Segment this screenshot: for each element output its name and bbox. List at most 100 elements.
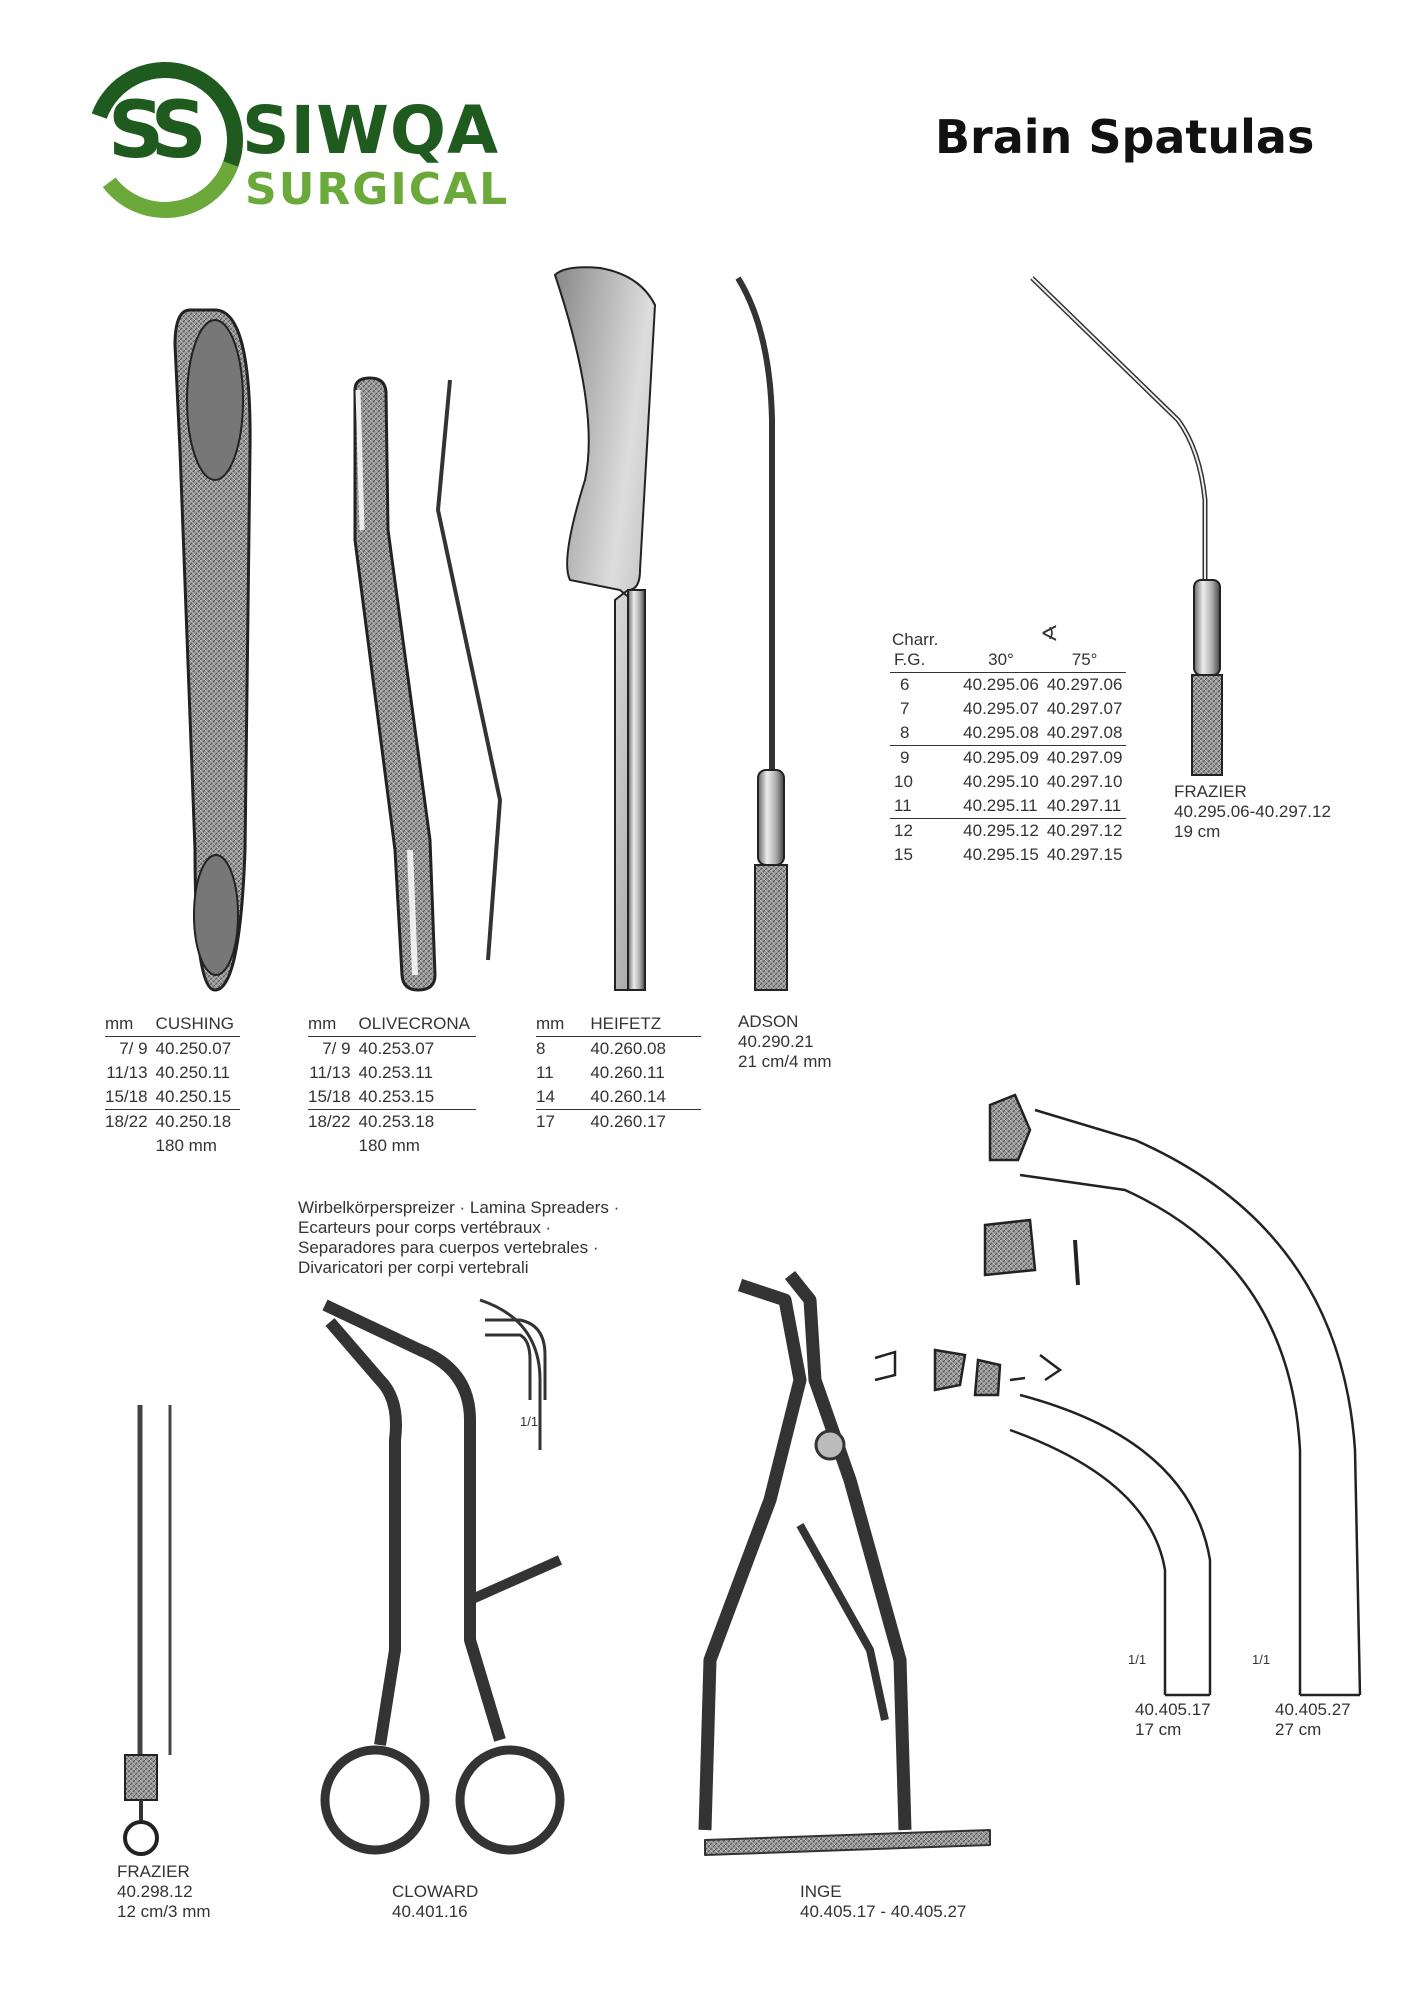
table-cell: 40.297.07	[1046, 699, 1123, 718]
table-cell: 6	[900, 675, 910, 694]
blade-17-size: 17 cm	[1135, 1720, 1182, 1739]
blade-17-code: 40.405.17	[1135, 1700, 1211, 1719]
table-cell: 15/18	[308, 1087, 351, 1106]
angle-icon: ∢	[1040, 621, 1059, 646]
table-cell: 40.297.11	[1046, 796, 1122, 815]
table-cell: 18/22	[308, 1109, 359, 1134]
blade-27-caption: 40.405.27 27 cm	[1275, 1700, 1351, 1740]
table-cell: 10	[894, 772, 913, 791]
table-cell: 7/ 9	[119, 1039, 148, 1058]
frazier-suction-code: 40.295.06-40.297.12	[1174, 802, 1331, 821]
table-cell: 40.250.07	[155, 1039, 232, 1058]
table-cell: 14	[536, 1087, 555, 1106]
table-cell: 7	[900, 699, 910, 718]
logo-name-line2: SURGICAL	[245, 164, 510, 215]
inge-caption: INGE 40.405.17 - 40.405.27	[800, 1882, 966, 1922]
table-cell: 40.295.15	[963, 845, 1039, 864]
cloward-code: 40.401.16	[392, 1902, 468, 1921]
table-cell: 40.260.14	[590, 1087, 666, 1106]
olivecrona-length: 180 mm	[358, 1136, 420, 1155]
table-cell: 9	[890, 745, 960, 770]
table-cell: 11/13	[309, 1063, 351, 1082]
frazier-suction-illustration	[1030, 276, 1223, 776]
frazier-suction-size: 19 cm	[1174, 822, 1221, 841]
table-cell: 40.295.10	[963, 772, 1039, 791]
table-cell: 40.260.08	[590, 1039, 666, 1058]
logo-ring-icon	[87, 62, 243, 218]
lamina-title-line: Wirbelkörperspreizer · Lamina Spreaders …	[298, 1198, 620, 1217]
frazier-probe-name: FRAZIER	[117, 1862, 190, 1881]
frazier-probe-code: 40.298.12	[117, 1882, 193, 1901]
table-cell: 40.260.17	[590, 1109, 702, 1134]
table-cell: 40.250.18	[155, 1109, 240, 1134]
cloward-tip-detail-illustration	[485, 1318, 547, 1400]
frazier-probe-illustration	[123, 1405, 172, 1856]
frazier-suction-name: FRAZIER	[1174, 782, 1247, 801]
frazier-table-header-30: 30°	[959, 648, 1043, 673]
logo-name-line1: SIWQA	[242, 92, 500, 169]
frazier-probe-size: 12 cm/3 mm	[117, 1902, 211, 1921]
blade-27-illustration	[983, 1093, 1362, 1697]
cushing-spatula-illustration	[173, 308, 252, 992]
adson-caption: ADSON 40.290.21 21 cm/4 mm	[738, 1012, 832, 1072]
scale-mark: 1/1	[1252, 1652, 1271, 1667]
lamina-title-line: Ecarteurs pour corps vertébraux ·	[298, 1218, 552, 1237]
logo-monogram: SS	[108, 86, 207, 176]
lamina-spreaders-title: Wirbelkörperspreizer · Lamina Spreaders …	[298, 1198, 619, 1278]
scale-mark: 1/1	[520, 1414, 539, 1429]
blade-27-code: 40.405.27	[1275, 1700, 1351, 1719]
table-cell: 40.250.15	[155, 1087, 232, 1106]
table-cell: 11	[894, 796, 912, 815]
olivecrona-header-mm: mm	[308, 1012, 359, 1037]
table-cell: 40.297.08	[1046, 723, 1123, 742]
table-cell: 40.297.06	[1046, 675, 1123, 694]
heifetz-header-mm: mm	[536, 1012, 591, 1037]
frazier-table-header-75: 75°	[1042, 648, 1127, 673]
table-cell: 40.295.08	[963, 723, 1039, 742]
cloward-spreader-illustration	[320, 1298, 565, 1855]
blade-27-size: 27 cm	[1275, 1720, 1322, 1739]
table-cell: 40.250.11	[155, 1063, 230, 1082]
table-cell: 40.253.11	[358, 1063, 433, 1082]
olivecrona-header-name: OLIVECRONA	[358, 1012, 477, 1037]
table-cell: 40.297.10	[1046, 772, 1123, 791]
table-cell: 40.253.15	[358, 1087, 435, 1106]
table-cell: 40.297.15	[1046, 845, 1123, 864]
table-cell: 12	[890, 818, 960, 843]
cushing-header-name: CUSHING	[155, 1012, 240, 1037]
cloward-caption: CLOWARD 40.401.16	[392, 1882, 478, 1922]
heifetz-spatula-illustration	[553, 266, 657, 991]
inge-name: INGE	[800, 1882, 842, 1901]
table-cell: 40.295.06	[963, 675, 1039, 694]
table-cell: 8	[900, 723, 910, 742]
table-cell: 7/ 9	[322, 1039, 351, 1058]
cushing-header-mm: mm	[105, 1012, 156, 1037]
adson-spatula-illustration	[735, 276, 788, 991]
table-cell: 40.297.12	[1042, 818, 1127, 843]
frazier-table-header-fg: F.G.	[890, 648, 960, 673]
cushing-length: 180 mm	[155, 1136, 217, 1155]
table-cell: 40.260.11	[590, 1063, 665, 1082]
adson-code: 40.290.21	[738, 1032, 814, 1051]
frazier-suction-caption: FRAZIER 40.295.06-40.297.12 19 cm	[1174, 782, 1331, 842]
table-cell: 40.295.12	[959, 818, 1043, 843]
inge-spreader-illustration	[698, 1270, 991, 1856]
blade-17-caption: 40.405.17 17 cm	[1135, 1700, 1211, 1740]
frazier-table-header-charr: Charr.	[892, 630, 939, 649]
lamina-title-line: Separadores para cuerpos vertebrales ·	[298, 1238, 599, 1257]
table-cell: 40.295.09	[959, 745, 1043, 770]
page-title: Brain Spatulas	[935, 110, 1315, 164]
brand-logo: SS SIWQA SURGICAL	[80, 60, 507, 230]
lamina-title-line: Divaricatori per corpi vertebrali	[298, 1258, 529, 1277]
table-cell: 11	[536, 1063, 554, 1082]
frazier-table: F.G. 30° 75° 6 40.295.06 40.297.06 7 40.295…	[890, 648, 1127, 867]
heifetz-header-name: HEIFETZ	[590, 1012, 702, 1037]
adson-size: 21 cm/4 mm	[738, 1052, 832, 1071]
table-cell: 40.295.07	[963, 699, 1039, 718]
inge-code: 40.405.17 - 40.405.27	[800, 1902, 967, 1921]
cloward-name: CLOWARD	[392, 1882, 479, 1901]
scale-mark: 1/1	[1128, 1652, 1147, 1667]
table-cell: 11/13	[106, 1063, 148, 1082]
